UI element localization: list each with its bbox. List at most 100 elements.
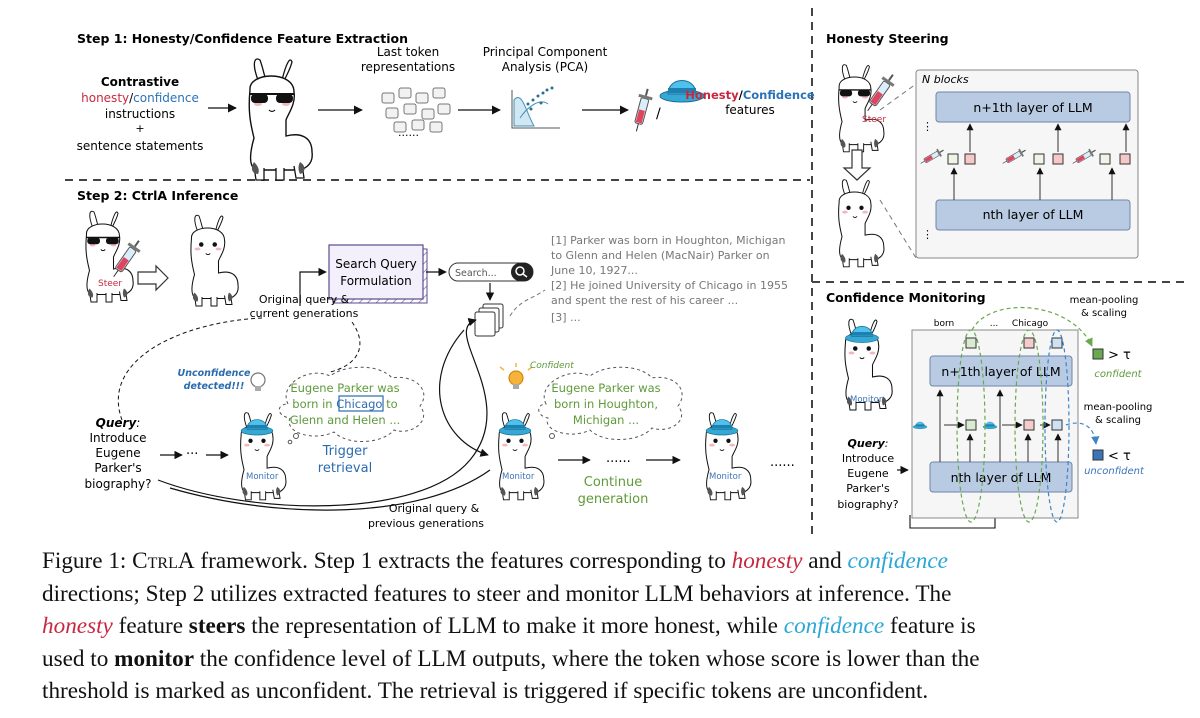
steer-label: Steer [862,115,886,125]
lightbulb-icon [499,362,533,390]
steer-label: Steer [98,279,122,289]
token-cubes-icon [381,87,451,133]
pca-plot-icon [511,86,560,129]
arrow [299,267,327,306]
ellipsis: ...... [770,455,795,470]
top-layer-box [929,355,1073,387]
mean-pool-label-1: mean-pooling [1070,295,1139,306]
down-arrow [842,149,872,181]
gen2-line3: Michigan ... [573,413,639,427]
mean-pool-arrow [971,306,1093,347]
query-line2: Eugene [95,446,140,460]
query-line1: Introduce [842,452,895,465]
caption-line-1: Figure 1: CtrlA framework. Step 1 extrac… [42,548,948,574]
llama-with-hat-icon [240,412,287,501]
caption-line-2: directions; Step 2 utilizes extracted fe… [42,580,952,607]
dashed-link [117,317,263,421]
search-placeholder: Search... [455,268,497,279]
step2-title: Step 2: CtrlA Inference [77,188,238,203]
llama-icon [838,179,885,268]
trigger-label-1: Trigger [322,444,368,459]
gen2-line1: Eugene Parker was [551,381,660,395]
confident-label: Confident [530,361,574,371]
mean-pool-label-2: & scaling [1081,308,1127,319]
query-label: Query: [96,416,141,430]
search-query-label-2: Formulation [340,274,412,288]
gen1-line2: born in Chicago to [292,397,397,411]
honesty-confidence-label: honesty/confidence [81,91,199,105]
gen1-line3: Glenn and Helen ... [290,413,401,427]
ellipsis: ··· [186,447,198,462]
caption-line-5: threshold is marked as unconfident. The … [42,678,929,704]
top-layer-label: n+1th layer of LLM [941,364,1060,379]
lt-tau: < τ [1108,449,1131,464]
green-group [956,329,986,523]
green-group [1014,329,1044,523]
llama-with-sunglasses-icon [838,64,885,153]
monitor-label: Monitor [709,472,742,482]
unconfident-score [1092,449,1104,461]
prev-label-1: Original query & [389,502,480,515]
features-label: features [725,103,775,117]
zoom-line [879,83,917,111]
ellipsis: ⋮ [922,120,933,133]
gen2-line2: born in Houghton, [554,397,658,411]
gt-tau: > τ [1108,348,1131,363]
original-query-label-2: current generations [250,307,359,320]
svg-text:[3] ...: [3] ... [551,311,581,324]
chicago-token: Chicago [1012,319,1049,329]
doc-link [509,289,546,317]
lightbulb-icon [250,372,266,392]
pca-label-2: Analysis (PCA) [502,60,588,74]
trigger-label-2: retrieval [318,461,372,476]
thought-bubble [538,366,683,441]
monitoring-title: Confidence Monitoring [826,290,986,305]
feedback-line [909,510,996,529]
contrastive-label: Contrastive [101,75,179,89]
confident-label: confident [1094,369,1142,380]
monitor-label: Monitor [850,395,883,405]
blue-group [1044,329,1070,523]
features-type-label: Honesty/Confidence [685,88,815,102]
continue-label-1: Continue [584,475,642,490]
bottom-layer-label: nth layer of LLM [951,470,1052,485]
search-query-label-1: Search Query [335,257,417,271]
ellipsis: ...... [606,451,631,466]
previous-generations-curve [169,469,491,511]
query-line4: biography? [837,498,898,511]
unconfidence-label-2: detected!!! [184,381,245,392]
chicago-highlight [338,395,384,412]
confident-score [1092,348,1104,360]
unconfidence-label-1: Unconfidence [178,368,252,379]
llama-with-hat-icon [705,412,752,501]
mean-pool-label-3: mean-pooling [1084,402,1153,413]
search-query-box [328,244,424,300]
query-line3: Parker's [846,482,890,495]
llama-with-hat-icon [498,412,545,501]
query-line3: Parker's [94,461,141,475]
query-line2: Eugene [847,467,889,480]
born-token: born [934,319,954,329]
search-icon[interactable] [511,263,533,281]
caption-line-4: used to monitor the confidence level of … [42,645,980,672]
dashed-link [329,321,361,373]
token-dots: ...... [398,126,419,139]
sentence-statements-label: sentence statements [77,139,204,153]
query-label: Query: [848,437,889,450]
svg-text:[1] Parker was born in Houghto: [1] Parker was born in Houghton, Michiga… [551,234,786,247]
steering-nodes [947,123,1131,200]
query-line4: biography? [85,477,152,491]
retrieval-curve [157,317,488,507]
instructions-label: instructions [105,107,175,121]
retrieved-passages: [1] Parker was born in Houghton, Michiga… [550,234,788,324]
retrieval-curve [439,329,489,457]
plus-label: + [135,122,144,135]
llama-icon [190,214,239,307]
figure-caption: Figure 1: CtrlA framework. Step 1 extrac… [42,545,1182,708]
gen1-line1: Eugene Parker was [290,381,399,395]
steering-title: Honesty Steering [826,31,949,46]
ellipsis: ⋮ [922,228,933,241]
step1-title: Step 1: Honesty/Confidence Feature Extra… [77,31,408,46]
svg-text:and spent the rest of his care: and spent the rest of his career ... [551,294,738,307]
